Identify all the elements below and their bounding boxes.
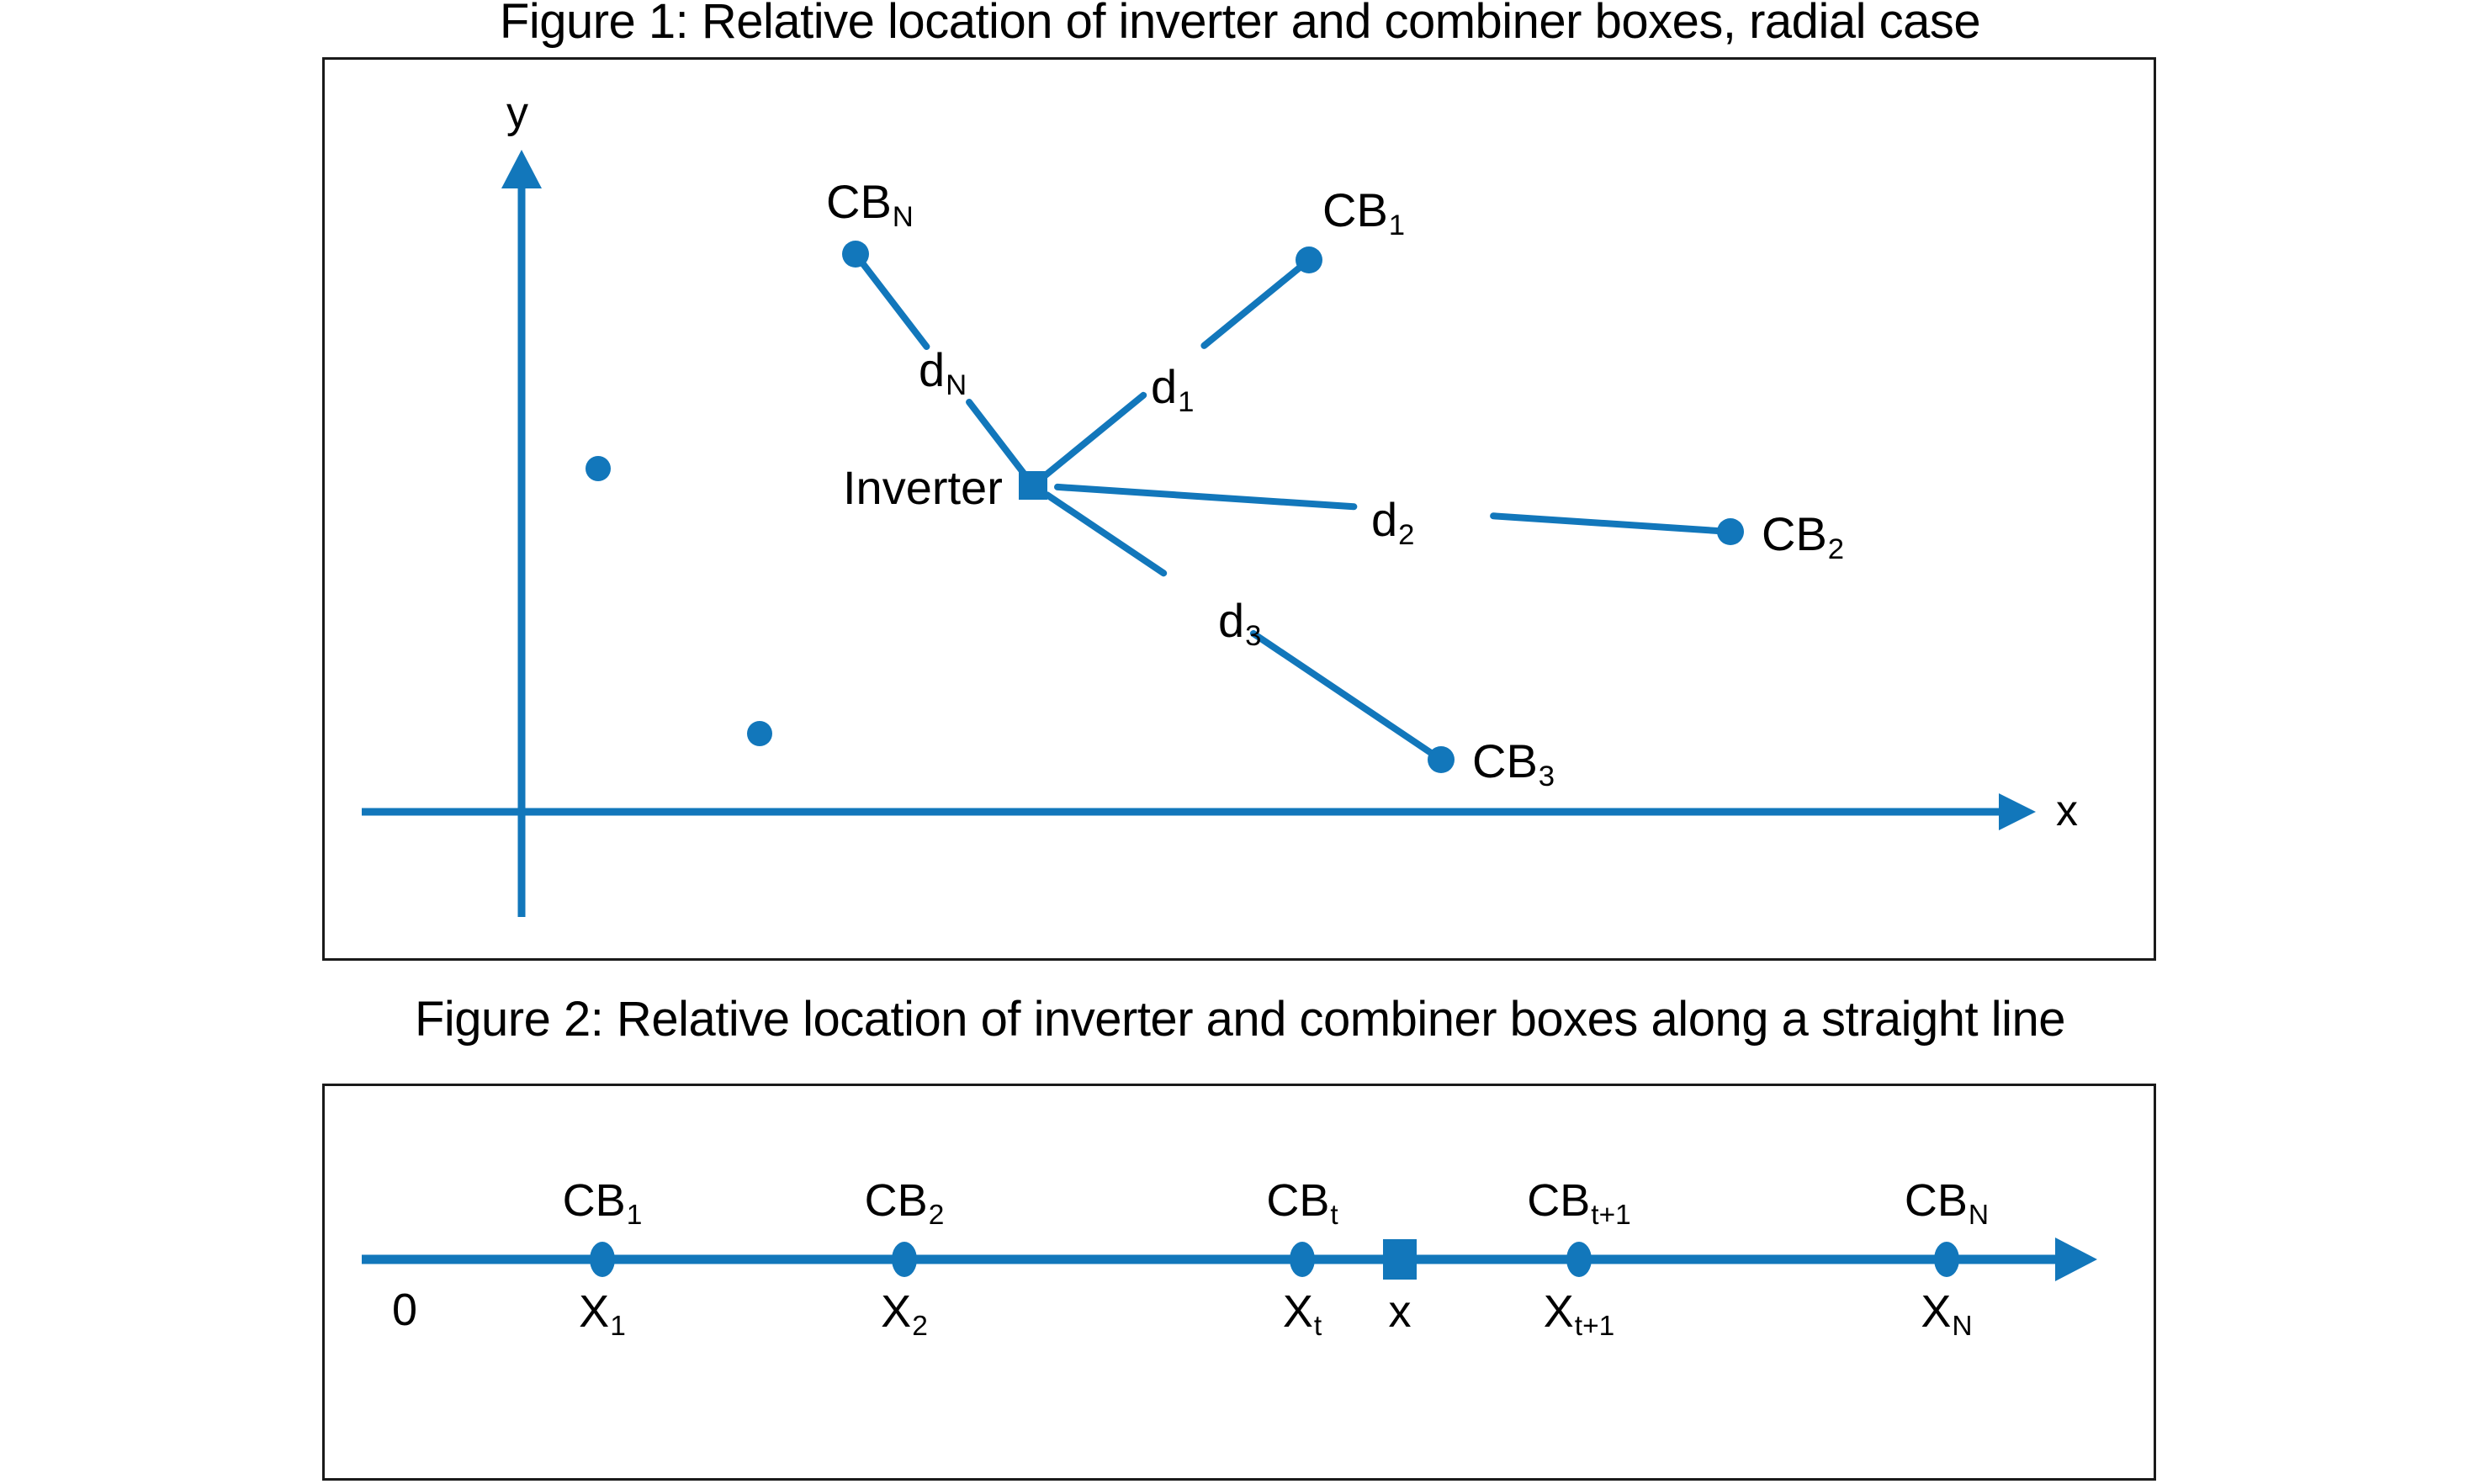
figure1-distance-label-2: d2 <box>1371 493 1414 550</box>
figure1-distance-label-1-subscript: 1 <box>1178 386 1195 419</box>
figure1-distance-label-3-subscript: 3 <box>1245 620 1262 653</box>
figure2-combiner-label-t-subscript: t <box>1330 1200 1338 1232</box>
figure1-y-axis-label: y <box>506 91 528 135</box>
figure2-title: Figure 2: Relative location of inverter … <box>414 992 2066 1047</box>
figure2-combiner-label-1-subscript: 1 <box>626 1200 643 1232</box>
figure2-combiner-label-N-subscript: N <box>1968 1200 1990 1232</box>
figure1-title: Figure 1: Relative location of inverter … <box>499 0 1981 49</box>
figure1-combiner-label-N: CBN <box>826 175 914 232</box>
figure1-combiner-label-3-subscript: 3 <box>1538 761 1555 793</box>
figure2-coordinate-label-x-text: x <box>1388 1286 1412 1337</box>
figure2-combiner-label-2: CB2 <box>864 1175 945 1229</box>
figure2-combiner-label-2-text: CB <box>864 1175 928 1226</box>
figure2-combiner-label-t+1-text: CB <box>1527 1175 1591 1226</box>
figure2-combiner-label-N-text: CB <box>1904 1175 1968 1226</box>
figure1-x-axis-label: x <box>2056 789 2078 833</box>
figure2-coordinate-label-t+1-subscript: t+1 <box>1574 1311 1615 1343</box>
figure1-combiner-label-1-text: CB <box>1322 183 1388 236</box>
figure1-distance-label-N-subscript: N <box>946 369 967 402</box>
figure2-coordinate-label-N-text: X <box>1921 1286 1952 1337</box>
figure1-combiner-label-2: CB2 <box>1762 511 1844 564</box>
figure1-distance-label-1-text: d <box>1151 360 1178 413</box>
figure2-coordinate-label-N: XN <box>1921 1286 1972 1340</box>
figure2-coordinate-label-1-subscript: 1 <box>610 1311 626 1343</box>
figure1-combiner-label-2-subscript: 2 <box>1827 533 1845 566</box>
figure1-combiner-label-1-subscript: 1 <box>1388 209 1406 242</box>
figure2-coordinate-label-t-subscript: t <box>1313 1311 1322 1343</box>
figure1-y-axis-label-text: y <box>506 88 528 137</box>
figure2-combiner-label-2-subscript: 2 <box>928 1200 945 1232</box>
figure2-combiner-label-1: CB1 <box>562 1175 643 1229</box>
figure1-inverter-label-text: Inverter <box>843 461 1003 514</box>
figure2-origin-label: 0 <box>392 1287 417 1333</box>
figure2-coordinate-label-t: Xt <box>1282 1286 1322 1340</box>
figure1-distance-label-N: dN <box>919 347 967 400</box>
figure1-combiner-label-N-subscript: N <box>892 201 914 234</box>
figure2-coordinate-label-2-subscript: 2 <box>912 1311 928 1343</box>
figure2-coordinate-label-2-text: X <box>881 1286 912 1337</box>
figure1-frame <box>322 57 2156 961</box>
figure1-inverter-label: Inverter <box>843 464 1003 511</box>
figure1-combiner-label-3: CB3 <box>1472 738 1555 792</box>
figure2-combiner-label-t+1-subscript: t+1 <box>1591 1200 1631 1232</box>
figure1-combiner-label-1: CB1 <box>1322 187 1405 241</box>
figure2-coordinate-label-2: X2 <box>881 1286 928 1340</box>
figure1-combiner-label-3-text: CB <box>1472 734 1538 787</box>
figure2-combiner-label-N: CBN <box>1904 1175 1989 1229</box>
figure1-distance-label-3: d3 <box>1218 594 1261 651</box>
figure2-coordinate-label-t-text: X <box>1282 1286 1313 1337</box>
figure2-coordinate-label-N-subscript: N <box>1952 1311 1973 1343</box>
figure2-combiner-label-t-text: CB <box>1266 1175 1330 1226</box>
figure2-coordinate-label-x: x <box>1389 1289 1412 1334</box>
figure2-combiner-label-1-text: CB <box>562 1175 626 1226</box>
figure1-distance-label-1: d1 <box>1151 360 1194 417</box>
figure1-distance-label-2-subscript: 2 <box>1398 519 1415 552</box>
figure2-origin-label-text: 0 <box>392 1285 418 1335</box>
figure2-combiner-label-t+1: CBt+1 <box>1527 1175 1630 1229</box>
figure2-combiner-label-t: CBt <box>1266 1175 1338 1229</box>
figure1-combiner-label-2-text: CB <box>1762 507 1827 560</box>
figure1-distance-label-2-text: d <box>1371 493 1398 546</box>
figure1-distance-label-N-text: d <box>919 343 946 396</box>
figure2-coordinate-label-t+1-text: X <box>1543 1286 1574 1337</box>
figure2-coordinate-label-1-text: X <box>579 1286 610 1337</box>
figure1-combiner-label-N-text: CB <box>826 175 892 228</box>
figure2-coordinate-label-t+1: Xt+1 <box>1543 1286 1615 1340</box>
figure1-distance-label-3-text: d <box>1218 594 1245 647</box>
figure2-coordinate-label-1: X1 <box>579 1286 626 1340</box>
figure2-frame <box>322 1084 2156 1481</box>
figure1-x-axis-label-text: x <box>2056 787 2078 835</box>
